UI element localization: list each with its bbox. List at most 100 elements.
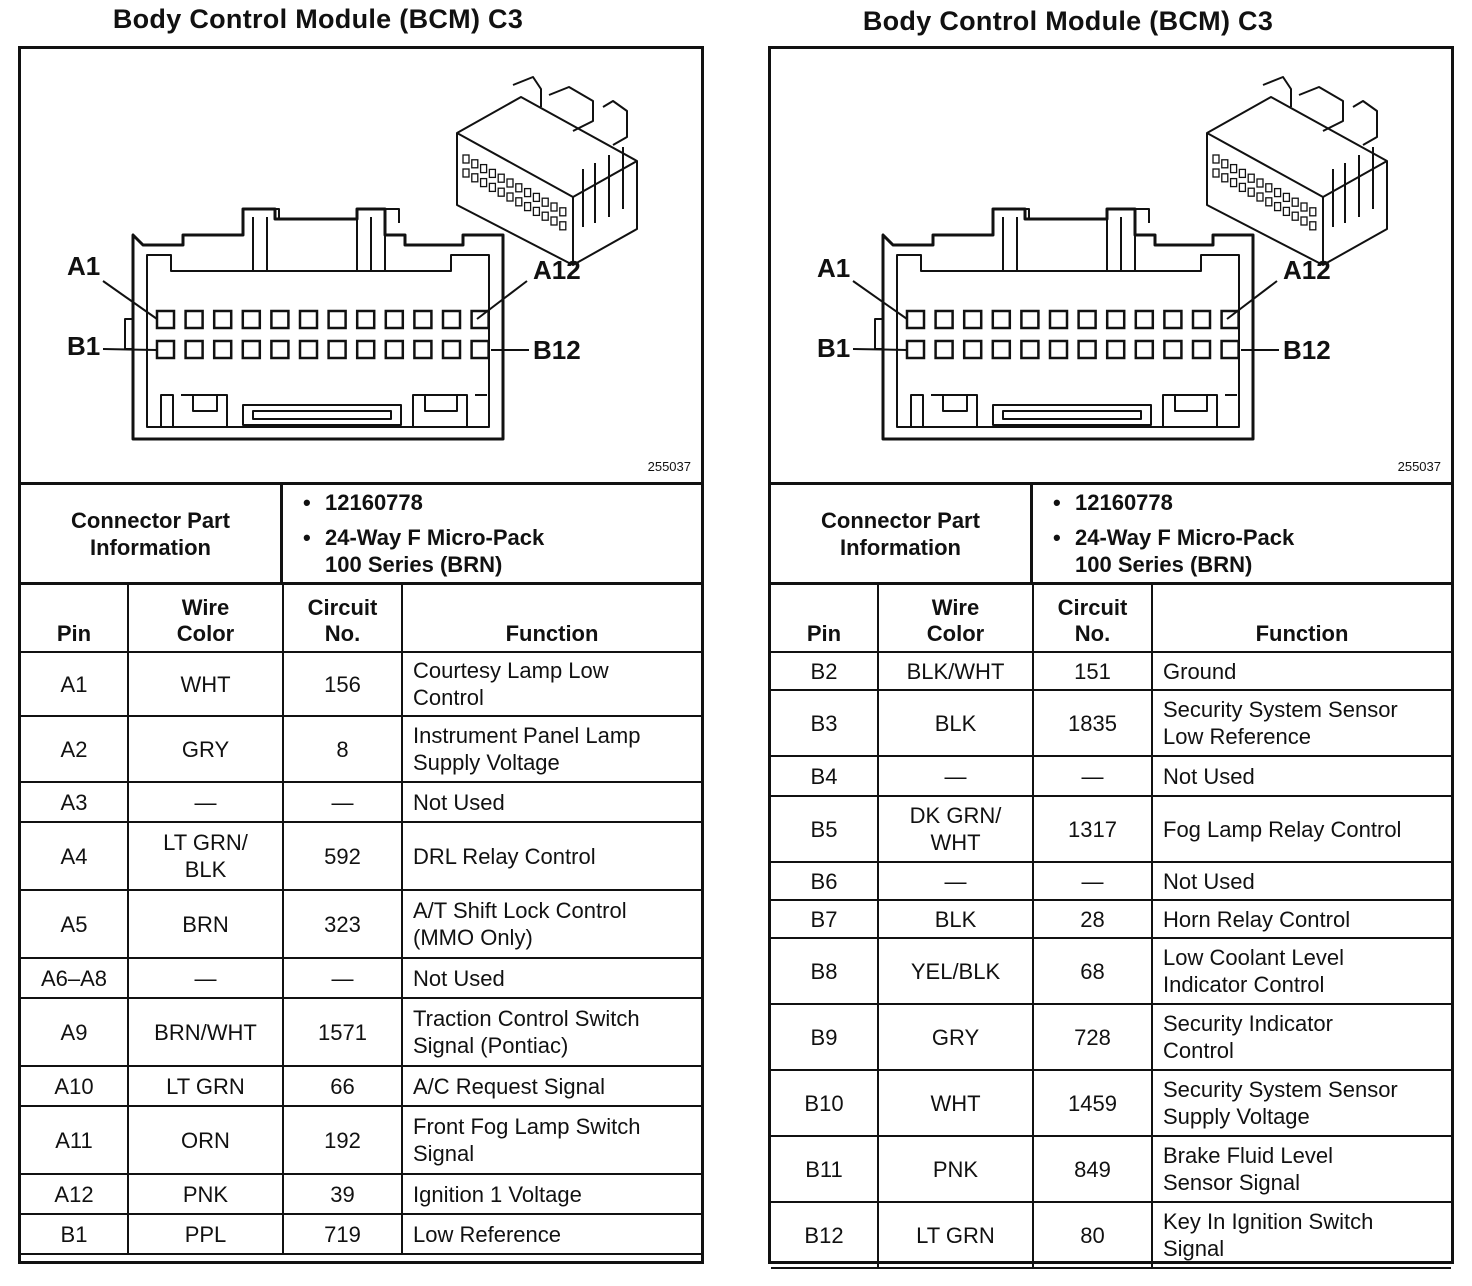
- circuit-cell: 66: [282, 1065, 403, 1107]
- pin-cavity: [270, 339, 290, 360]
- wire-color-cell: GRY: [877, 1003, 1034, 1071]
- pin-cavity: [470, 309, 490, 330]
- wire-color-cell: ORN: [127, 1105, 284, 1175]
- connector-3d-view: [1206, 76, 1388, 266]
- function-cell: A/T Shift Lock Control (MMO Only): [401, 889, 701, 959]
- pin-cavity: [1191, 309, 1212, 330]
- table-row: A6–A8——Not Used: [21, 957, 701, 999]
- header-wire-color: Wire Color: [127, 585, 284, 653]
- pin-cavity: [1048, 309, 1069, 330]
- function-cell: Brake Fluid Level Sensor Signal: [1151, 1135, 1451, 1203]
- pin-cell: A10: [21, 1065, 129, 1107]
- wire-color-cell: GRY: [127, 715, 284, 783]
- connector-info-label: Connector Part Information: [21, 485, 283, 582]
- circuit-cell: 1459: [1032, 1069, 1153, 1137]
- pin-label-b1: B1: [67, 331, 101, 361]
- pin-cavity: [155, 339, 176, 360]
- table-row: B6——Not Used: [771, 861, 1451, 901]
- function-cell: Key In Ignition Switch Signal: [1151, 1201, 1451, 1269]
- wire-color-cell: —: [127, 957, 284, 999]
- table-row: B4——Not Used: [771, 755, 1451, 797]
- function-cell: Not Used: [401, 781, 701, 823]
- header-circuit: Circuit No.: [282, 585, 403, 653]
- function-cell: Front Fog Lamp Switch Signal: [401, 1105, 701, 1175]
- pin-cell: B7: [771, 899, 879, 939]
- pin-cavity: [1163, 309, 1183, 330]
- pin-cavity: [384, 309, 405, 330]
- wire-color-cell: —: [877, 755, 1034, 797]
- pin-cell: A11: [21, 1105, 129, 1175]
- pin-cavity: [1134, 309, 1155, 330]
- circuit-cell: 728: [1032, 1003, 1153, 1071]
- wire-color-cell: PPL: [127, 1213, 284, 1255]
- pin-cavity: [934, 309, 954, 330]
- pin-cavity: [155, 309, 176, 330]
- pin-cavity: [1220, 339, 1240, 360]
- wire-color-cell: YEL/BLK: [877, 937, 1034, 1005]
- wire-color-cell: WHT: [127, 651, 284, 717]
- leader-b1: [852, 348, 908, 351]
- function-cell: DRL Relay Control: [401, 821, 701, 891]
- pin-cavity: [184, 339, 204, 360]
- part-number: 12160778: [303, 489, 701, 516]
- pin-cavity: [1134, 339, 1155, 360]
- circuit-cell: 192: [282, 1105, 403, 1175]
- pin-cavity: [905, 309, 926, 330]
- circuit-cell: —: [1032, 861, 1153, 901]
- pin-cell: B12: [771, 1201, 879, 1269]
- pin-cavity: [327, 339, 347, 360]
- part-number: 12160778: [1053, 489, 1451, 516]
- pin-cavity: [1105, 309, 1126, 330]
- circuit-cell: 80: [1032, 1201, 1153, 1269]
- pin-label-b12: B12: [533, 335, 581, 365]
- header-pin: Pin: [21, 585, 129, 653]
- connector-info-list: 12160778 24-Way F Micro-Pack 100 Series …: [1033, 485, 1451, 582]
- circuit-cell: 849: [1032, 1135, 1153, 1203]
- function-cell: Security Indicator Control: [1151, 1003, 1451, 1071]
- pin-cavity: [184, 309, 204, 330]
- wire-color-cell: BLK/WHT: [877, 651, 1034, 691]
- pin-cell: A4: [21, 821, 129, 891]
- connector-part-info: Connector Part Information 12160778 24-W…: [21, 485, 701, 585]
- pin-cell: A3: [21, 781, 129, 823]
- pin-cavity: [991, 339, 1012, 360]
- pin-cavity: [1020, 309, 1040, 330]
- pin-cavity: [413, 309, 433, 330]
- connector-diagram: A1 A12 B1 B12 255037: [771, 49, 1451, 485]
- pin-cavity: [962, 309, 983, 330]
- pin-cavity: [384, 339, 405, 360]
- function-cell: Not Used: [401, 957, 701, 999]
- right-panel: Body Control Module (BCM) C3 A1 A12 B1 B…: [768, 0, 1454, 1286]
- pin-cell: B11: [771, 1135, 879, 1203]
- connector-info-list: 12160778 24-Way F Micro-Pack 100 Series …: [283, 485, 701, 582]
- pin-cavity: [298, 339, 319, 360]
- leader-a12: [1226, 280, 1278, 320]
- function-cell: Low Reference: [401, 1213, 701, 1255]
- pin-cavity: [270, 309, 290, 330]
- left-panel: Body Control Module (BCM) C3 A1 A12 B1 B…: [18, 0, 704, 1286]
- connector-face-illustration: [852, 76, 1388, 441]
- pin-cavity: [441, 339, 462, 360]
- pin-cell: A2: [21, 715, 129, 783]
- function-cell: Instrument Panel Lamp Supply Voltage: [401, 715, 701, 783]
- pin-cavity: [1048, 339, 1069, 360]
- circuit-cell: 39: [282, 1173, 403, 1215]
- pin-cell: A1: [21, 651, 129, 717]
- pin-label-a1: A1: [67, 251, 101, 281]
- pin-cavity: [241, 339, 262, 360]
